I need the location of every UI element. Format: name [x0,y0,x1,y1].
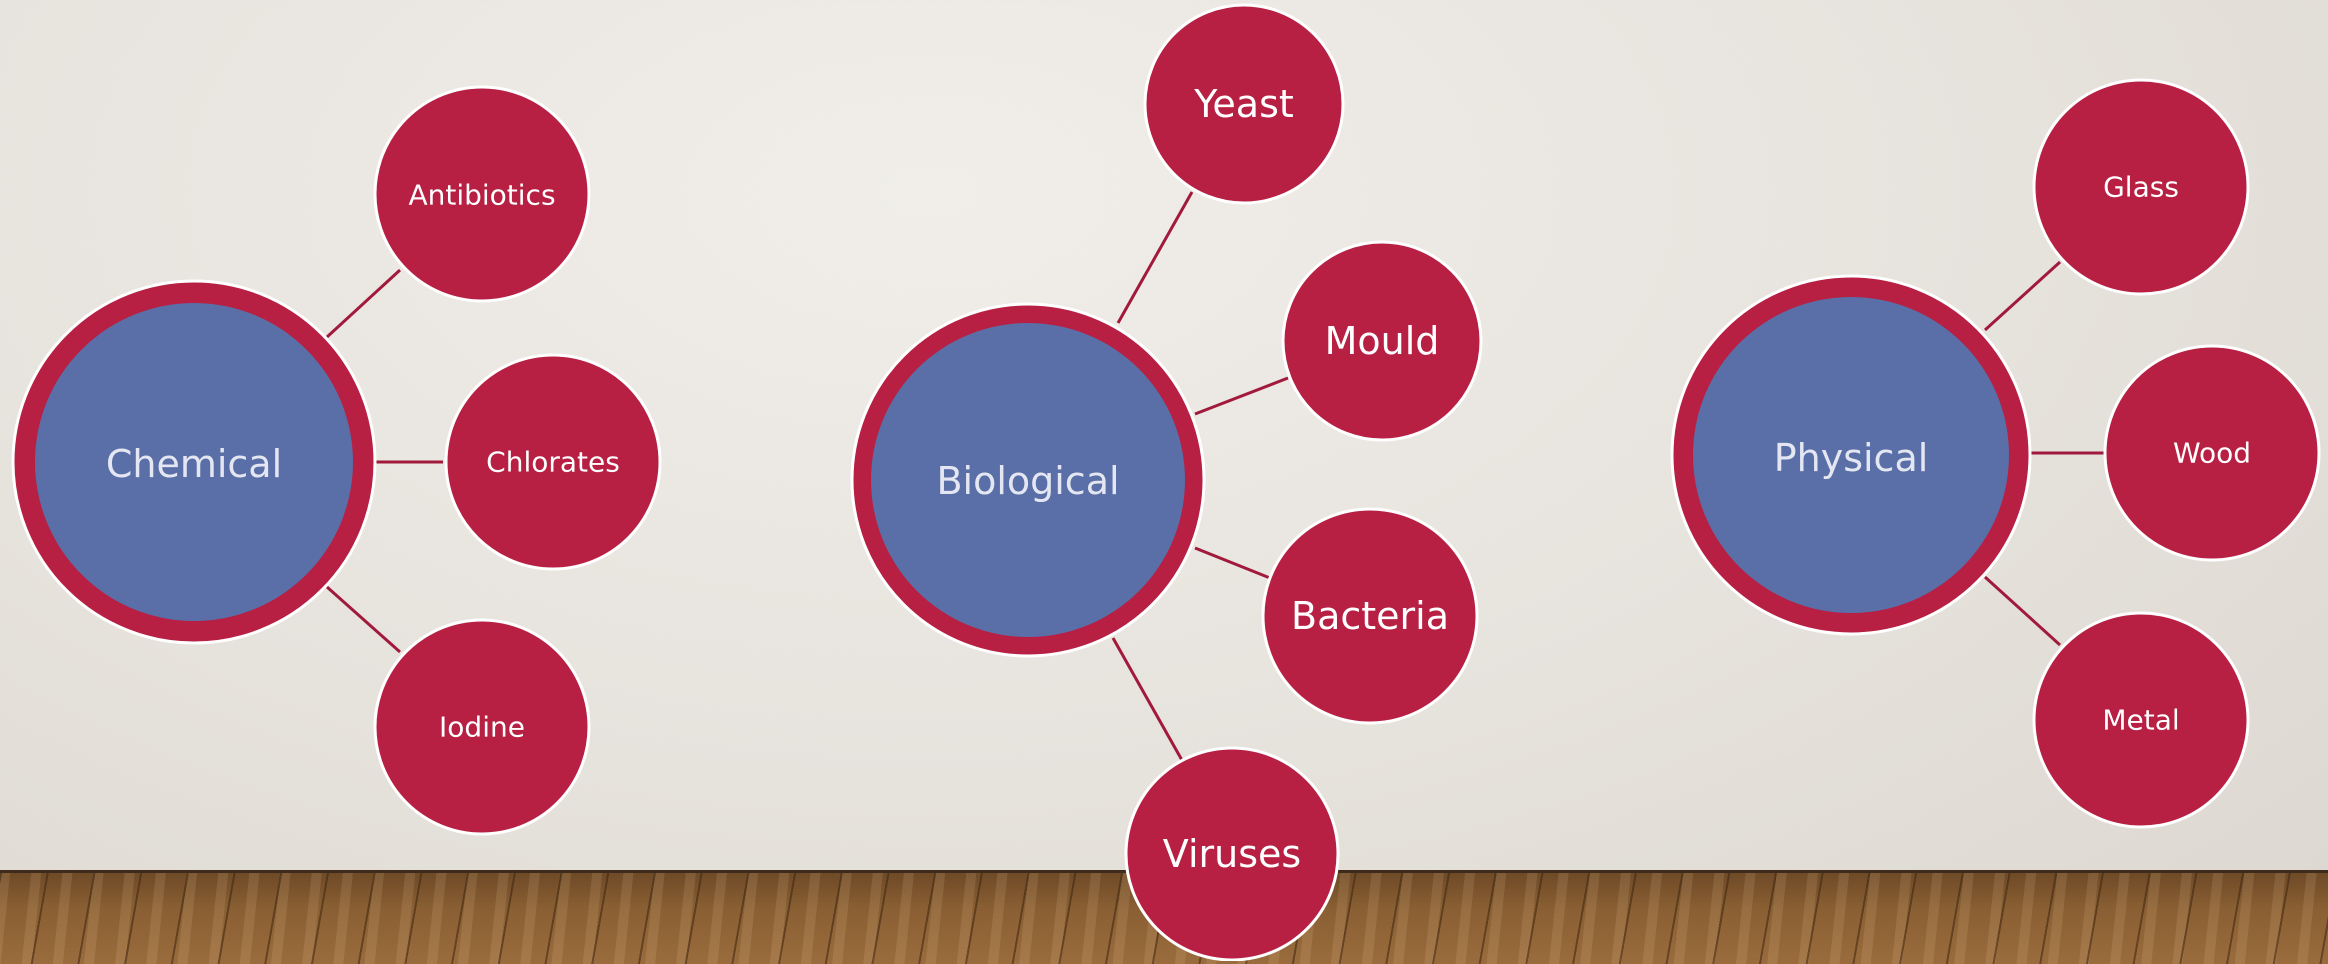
hub-circle-physical [1693,297,2009,613]
hub-circle-biological [871,323,1185,637]
leaf-label-chlorates: Chlorates [486,446,620,479]
leaf-label-glass: Glass [2103,171,2179,204]
leaf-label-mould: Mould [1325,319,1440,363]
connector-biological-bacteria [1194,546,1271,580]
connector-chemical-iodine [326,585,401,654]
leaf-label-bacteria: Bacteria [1291,594,1449,638]
leaf-circle-mould [1281,240,1483,442]
leaf-circle-yeast [1143,3,1345,205]
connector-chemical-antibiotics [325,268,402,339]
leaf-label-antibiotics: Antibiotics [408,179,555,212]
hub-group-biological: Biological Yeast Mould Bacteria Viruses [850,3,1483,961]
connector-physical-glass [1983,260,2062,332]
connector-biological-viruses [1111,637,1185,763]
leaf-circle-antibiotics [373,85,591,303]
hub-label-biological: Biological [936,459,1119,503]
leaf-circle-glass [2032,78,2250,296]
leaf-label-iodine: Iodine [439,711,525,744]
connector-biological-mould [1194,376,1289,416]
hub-group-physical: Physical Glass Wood Metal [1670,78,2321,829]
leaf-circle-bacteria [1261,507,1479,725]
hub-label-physical: Physical [1774,436,1929,480]
leaf-label-yeast: Yeast [1193,82,1294,126]
leaf-label-viruses: Viruses [1163,832,1301,876]
hub-label-chemical: Chemical [106,442,282,486]
hub-group-chemical: Chemical Antibiotics Chlorates Iodine [11,85,662,836]
connector-physical-metal [1983,575,2062,647]
leaf-circle-iodine [373,618,591,836]
leaf-label-wood: Wood [2173,437,2251,470]
leaf-circle-metal [2032,611,2250,829]
leaf-circle-chlorates [444,353,662,571]
leaf-label-metal: Metal [2102,704,2179,737]
connector-biological-yeast [1116,191,1194,324]
hub-circle-chemical [35,303,353,621]
leaf-circle-wood [2103,344,2321,562]
leaf-circle-viruses [1124,746,1340,961]
